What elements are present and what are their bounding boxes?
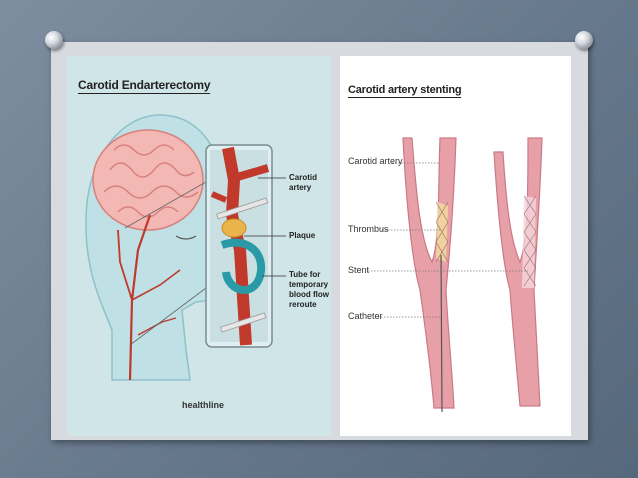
tube-shape xyxy=(220,238,266,294)
carotid-artery-stent-label: Carotid artery xyxy=(348,156,403,166)
tube-label: Tube for temporary blood flow reroute xyxy=(289,270,329,309)
carotid-artery-shape xyxy=(222,146,252,346)
thrombus-label: Thrombus xyxy=(348,224,389,234)
plaque-shape xyxy=(221,218,247,238)
vessel-left xyxy=(402,137,457,409)
carotid-artery-label: Carotid artery xyxy=(289,173,317,192)
healthline-logo: healthline xyxy=(182,400,225,410)
stent-label: Stent xyxy=(348,265,370,275)
catheter-label: Catheter xyxy=(348,311,383,321)
endarterectomy-title: Carotid Endarterectomy xyxy=(78,78,211,94)
pushpin-left-icon xyxy=(45,31,63,49)
pushpin-right-icon xyxy=(575,31,593,49)
plaque-label: Plaque xyxy=(289,231,316,240)
brain-icon xyxy=(92,129,204,231)
catheter-line xyxy=(440,254,443,413)
stenting-title: Carotid artery stenting xyxy=(348,84,462,98)
vessel-right xyxy=(493,137,543,407)
